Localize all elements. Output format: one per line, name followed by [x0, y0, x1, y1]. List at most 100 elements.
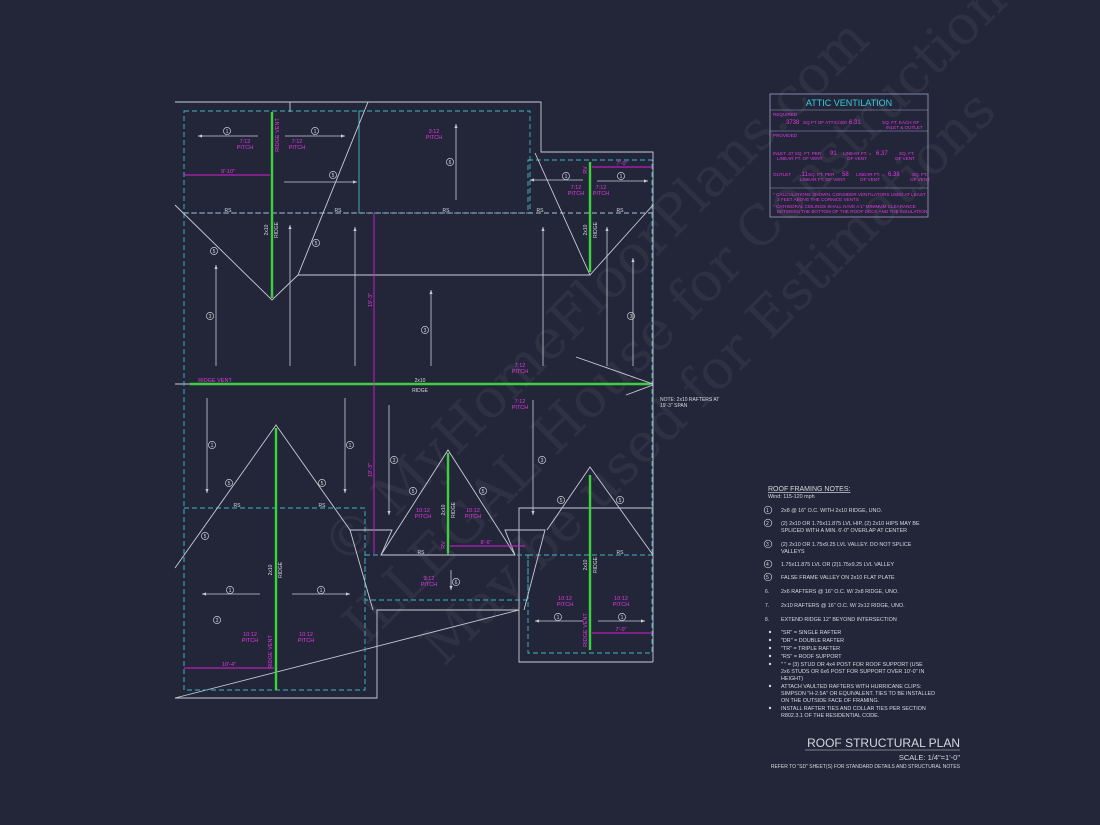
ridge-size-label: 2x10 [268, 564, 274, 575]
bullet-text: INSTALL RAFTER TIES AND COLLAR TIES PER … [781, 706, 926, 712]
outlet-result: 6.38 [888, 172, 900, 178]
required-formula: SQ FT OF ATTIC/300 = [803, 120, 851, 125]
callout-number: 1 [226, 129, 229, 135]
required-unit: INLET & OUTLET [886, 125, 923, 130]
roof-support-label: RS [443, 208, 451, 214]
bullet [768, 662, 772, 666]
roof-support-label: RS [225, 208, 233, 214]
outlet-length: 58 [842, 172, 849, 178]
callout-circle [225, 479, 233, 487]
callout-circle [223, 127, 231, 135]
bullet-text: "DR" = DOUBLE RAFTER [781, 638, 844, 644]
callout-circle [479, 487, 487, 495]
reference-note: REFER TO "SD" SHEET(S) FOR STANDARD DETA… [771, 764, 961, 770]
watermark-line: ILLEGAL House for Construction [331, 0, 1019, 655]
callout-circle [562, 172, 570, 180]
drawing-title: ROOF STRUCTURAL PLAN [807, 736, 960, 750]
inlet-unit: SQ. FT. [899, 151, 915, 156]
callout-circle [206, 312, 214, 320]
callout-circle [617, 172, 625, 180]
attic-ventilation-table: ATTIC VENTILATION REQUIRED 3738 SQ FT OF… [769, 93, 930, 218]
ridge-vent-label: RIDGE VENT [583, 613, 589, 647]
ridge-size-label: 2x10 [441, 504, 447, 515]
callout-number: 5 [321, 481, 324, 487]
callout-circle [317, 586, 325, 594]
callout-circle [390, 456, 398, 464]
roof-support-label: RS [617, 208, 625, 214]
callout-circle [213, 616, 221, 624]
callout-circle [452, 578, 460, 586]
callout-circle [618, 613, 626, 621]
ridge-label: RIDGE [593, 221, 599, 238]
callout-number: 3 [630, 314, 633, 320]
ridge-label: RIDGE [278, 561, 284, 578]
callout-circle [346, 441, 354, 449]
outlet-label: OUTLET [773, 172, 791, 177]
watermark: © MyHomeFloorPlans.com ILLEGAL House for… [310, 0, 1019, 677]
callout-number: 1 [229, 588, 232, 594]
note-number: 5 [766, 575, 769, 581]
note-text: SPLICED WITH A MIN. 6'-0" OVERLAP AT CEN… [781, 528, 907, 534]
note-number: 2 [766, 521, 769, 527]
callout-circle [409, 487, 417, 495]
title-block: ROOF STRUCTURAL PLAN SCALE: 1/4"=1'-0" R… [771, 736, 961, 770]
bullet-text: " " = (3) STUD OR 4x4 POST FOR ROOF SUPP… [781, 662, 923, 668]
callout-circle [329, 171, 337, 179]
roof-support-label: RS [234, 503, 242, 509]
callout-circle [446, 158, 454, 166]
callout-number: 1 [565, 174, 568, 180]
inlet-mid: OF VENT [847, 156, 867, 161]
outlet-rate: SQ. FT. PER [808, 172, 835, 177]
note-text: VALLEYS [781, 549, 805, 555]
bullet [768, 646, 772, 650]
ridge-label: RIDGE [274, 221, 280, 238]
attic-title: ATTIC VENTILATION [806, 98, 892, 108]
dimension-lines [184, 166, 652, 669]
callout-circle [201, 532, 209, 540]
bullet [768, 654, 772, 658]
roof-support-label: RS [617, 550, 625, 556]
bullet [768, 630, 772, 634]
callout-circle [554, 613, 562, 621]
required-value: 6.31 [849, 120, 861, 126]
callout-number: 5 [213, 249, 216, 255]
roof-outline [174, 101, 654, 699]
callout-number: 3 [393, 458, 396, 464]
note-number-circle [763, 518, 773, 528]
note-number: 7. [765, 603, 769, 609]
bullet-text: SIMPSON "H-2.5A" OR EQUIVALENT. TIES TO … [781, 691, 935, 697]
callout-circle [208, 441, 216, 449]
required-unit: SQ. FT. EACH OF [882, 120, 919, 125]
callout-number: 5 [332, 173, 335, 179]
note-number: 4 [766, 562, 769, 568]
bullet [768, 684, 772, 688]
note-number-circle [763, 572, 773, 582]
note-text: 1.75x11.875 LVL OR (2)1.75x9.25 LVL VALL… [781, 562, 894, 568]
callout-circle [312, 239, 320, 247]
callout-number: 3 [216, 618, 219, 624]
ridge-label: RIDGE [593, 556, 599, 573]
ridge-vent-label: RIDGE VENT [268, 635, 274, 669]
note-number: 8. [765, 617, 769, 623]
roof-support-label: RS [335, 208, 343, 214]
note-number: 3 [766, 542, 769, 548]
required-area: 3738 [786, 120, 800, 126]
ridge-size-label: 2x10 [415, 378, 426, 384]
note-number-circle [763, 559, 773, 569]
outlet-mid: LINEAR FT. = [856, 172, 885, 177]
callout-number: 5 [560, 498, 563, 504]
bullet-text: R802.3.1 OF THE RESIDENTIAL CODE. [781, 713, 879, 719]
callout-number: 3 [209, 314, 212, 320]
callout-circle [421, 326, 429, 334]
